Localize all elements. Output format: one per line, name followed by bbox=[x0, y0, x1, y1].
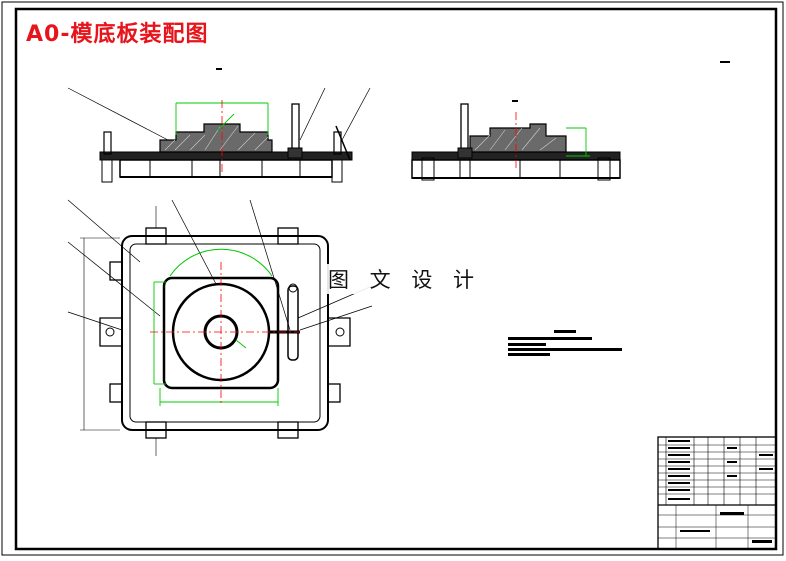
watermark-text: 图 文 设 计 bbox=[326, 264, 484, 294]
inner-frame bbox=[14, 7, 778, 551]
top-view-dimensions bbox=[153, 248, 279, 406]
front-view bbox=[67, 87, 371, 183]
top-view bbox=[67, 199, 373, 456]
parts-list bbox=[657, 436, 777, 550]
top-view-centerlines bbox=[150, 262, 300, 404]
side-view-dimensions bbox=[566, 127, 590, 157]
view-labels bbox=[216, 61, 730, 102]
drawing-title: A0-模底板装配图 bbox=[26, 22, 209, 47]
technical-notes bbox=[508, 330, 622, 356]
parts-list-entries bbox=[668, 440, 773, 543]
